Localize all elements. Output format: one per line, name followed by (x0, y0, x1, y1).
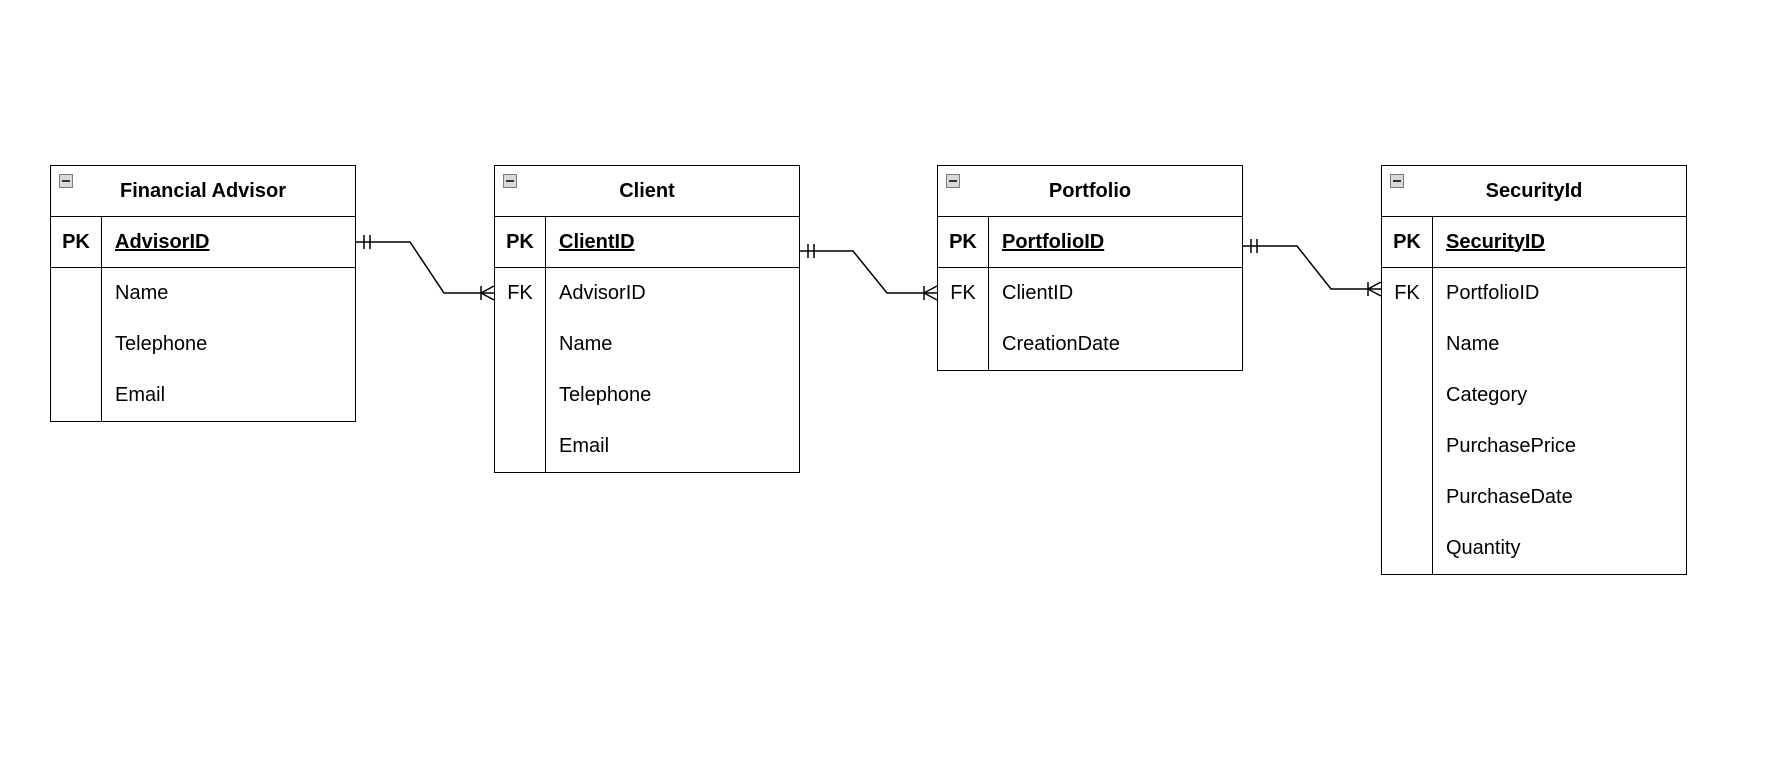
key-label (938, 319, 989, 370)
entity-client[interactable]: Client PK ClientID FK AdvisorID Name Tel… (494, 165, 800, 473)
attribute-row[interactable]: PurchaseDate (1382, 472, 1686, 523)
field-name: Email (559, 435, 610, 457)
attribute-row[interactable]: Telephone (495, 370, 799, 421)
entity-header[interactable]: Financial Advisor (51, 166, 355, 217)
field-name: Name (559, 333, 613, 355)
field-name: Category (1446, 384, 1528, 406)
attribute-row[interactable]: Quantity (1382, 523, 1686, 574)
pk-row[interactable]: PK ClientID (495, 217, 799, 268)
field-name: PurchaseDate (1446, 486, 1573, 508)
field-name: ClientID (559, 230, 635, 253)
key-label (495, 319, 546, 370)
key-label (1382, 370, 1433, 421)
field-name: AdvisorID (559, 282, 646, 304)
field-name: Quantity (1446, 537, 1521, 559)
key-label: FK (495, 268, 546, 319)
attribute-row[interactable]: Category (1382, 370, 1686, 421)
attribute-row[interactable]: FK PortfolioID (1382, 268, 1686, 319)
key-label (1382, 523, 1433, 574)
field-name: Telephone (559, 384, 652, 406)
relationship-advisor-client[interactable] (356, 235, 495, 301)
key-label (1382, 421, 1433, 472)
key-label (51, 370, 102, 421)
entity-header[interactable]: Portfolio (938, 166, 1242, 217)
collapse-icon[interactable] (59, 174, 73, 188)
field-name: CreationDate (1002, 333, 1120, 355)
key-label: PK (938, 217, 989, 267)
key-label: PK (1382, 217, 1433, 267)
field-name: Name (115, 282, 169, 304)
key-label: FK (1382, 268, 1433, 319)
relationship-portfolio-security[interactable] (1243, 239, 1382, 297)
field-name: PortfolioID (1002, 230, 1105, 253)
attribute-row[interactable]: FK AdvisorID (495, 268, 799, 319)
field-name: SecurityID (1446, 230, 1545, 253)
entity-header[interactable]: Client (495, 166, 799, 217)
field-name: PortfolioID (1446, 282, 1540, 304)
key-label (51, 319, 102, 370)
key-label (495, 370, 546, 421)
key-label (51, 268, 102, 319)
entity-financial-advisor[interactable]: Financial Advisor PK AdvisorID Name Tele… (50, 165, 356, 422)
attribute-row[interactable]: Name (51, 268, 355, 319)
field-name: Telephone (115, 333, 208, 355)
key-label: FK (938, 268, 989, 319)
key-label (495, 421, 546, 472)
entity-title: SecurityId (1485, 179, 1583, 202)
entity-title: Financial Advisor (120, 179, 286, 202)
key-label (1382, 319, 1433, 370)
field-name: AdvisorID (115, 230, 210, 253)
attribute-row[interactable]: Email (51, 370, 355, 421)
attribute-row[interactable]: CreationDate (938, 319, 1242, 370)
attribute-row[interactable]: FK ClientID (938, 268, 1242, 319)
field-name: PurchasePrice (1446, 435, 1577, 457)
collapse-icon[interactable] (503, 174, 517, 188)
attribute-row[interactable]: Email (495, 421, 799, 472)
key-label (1382, 472, 1433, 523)
field-name: Email (115, 384, 166, 406)
entity-header[interactable]: SecurityId (1382, 166, 1686, 217)
entity-portfolio[interactable]: Portfolio PK PortfolioID FK ClientID Cre… (937, 165, 1243, 371)
pk-row[interactable]: PK PortfolioID (938, 217, 1242, 268)
key-label: PK (495, 217, 546, 267)
attribute-row[interactable]: Name (495, 319, 799, 370)
entity-security[interactable]: SecurityId PK SecurityID FK PortfolioID … (1381, 165, 1687, 575)
collapse-icon[interactable] (946, 174, 960, 188)
pk-row[interactable]: PK SecurityID (1382, 217, 1686, 268)
entity-title: Portfolio (1048, 179, 1132, 202)
relationship-client-portfolio[interactable] (800, 244, 938, 301)
field-name: Name (1446, 333, 1500, 355)
entity-title: Client (619, 179, 675, 202)
field-name: ClientID (1002, 282, 1074, 304)
key-label: PK (51, 217, 102, 267)
attribute-row[interactable]: PurchasePrice (1382, 421, 1686, 472)
attribute-row[interactable]: Telephone (51, 319, 355, 370)
collapse-icon[interactable] (1390, 174, 1404, 188)
pk-row[interactable]: PK AdvisorID (51, 217, 355, 268)
attribute-row[interactable]: Name (1382, 319, 1686, 370)
